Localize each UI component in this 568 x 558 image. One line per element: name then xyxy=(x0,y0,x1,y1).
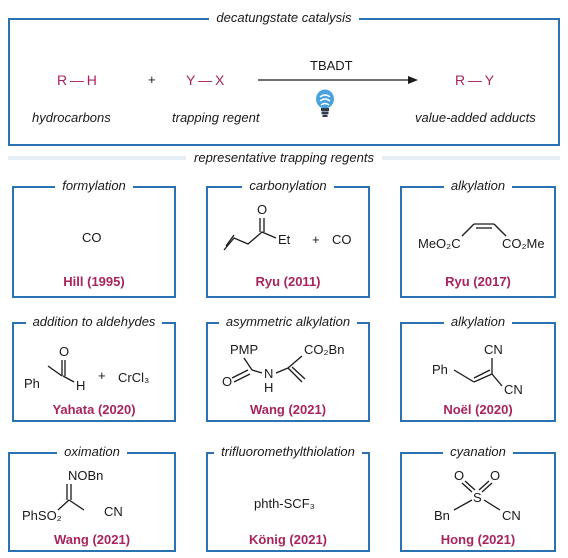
reactant-hydrocarbon: R — H xyxy=(57,72,97,88)
card-trifluoromethylthiolation: trifluoromethylthiolation phth-SCF₃ Köni… xyxy=(206,444,370,552)
citation: König (2021) xyxy=(248,532,327,547)
structure-ethyl-vinyl-ketone: O Et + CO xyxy=(223,202,352,251)
product: R — Y xyxy=(455,72,495,88)
atom-h: H xyxy=(76,378,85,393)
card-asymmetric-alkylation: asymmetric alkylation PMP CO₂Bn O N H Wa… xyxy=(206,314,370,422)
citation: Hill (1995) xyxy=(63,274,125,289)
label-hydrocarbons: hydrocarbons xyxy=(32,110,111,125)
atom-n: N xyxy=(264,366,273,381)
card-alkylation-maleate: alkylation MeO₂C CO₂Me Ryu (2017) xyxy=(400,178,556,298)
card-oximation: oximation NOBn PhSO₂ CN Wang (2021) xyxy=(8,444,176,552)
atom-s: S xyxy=(473,490,482,505)
group-phso2: PhSO₂ xyxy=(22,508,62,523)
atom-h: H xyxy=(264,380,273,395)
structure-oxime: NOBn PhSO₂ CN xyxy=(22,468,123,523)
plus: + xyxy=(98,368,106,383)
structure-benzylidene-malononitrile: CN Ph CN xyxy=(432,342,523,397)
label-value-added: value-added adducts xyxy=(415,110,536,125)
label-trapping-regent: trapping regent xyxy=(172,110,260,125)
citation: Wang (2021) xyxy=(53,532,131,547)
citation: Ryu (2011) xyxy=(255,274,321,289)
reaction-arrow xyxy=(258,76,418,84)
group-cn-top: CN xyxy=(484,342,503,357)
structure-benzaldehyde: O Ph H + CrCl₃ xyxy=(24,344,149,393)
section-title: representative trapping regents xyxy=(0,150,568,165)
card-alkylation-malononitrile: alkylation CN Ph CN Noël (2020) xyxy=(400,314,556,422)
citation: Ryu (2017) xyxy=(445,274,511,289)
atom-o: O xyxy=(59,344,69,359)
group-ph: Ph xyxy=(432,362,448,377)
citation: Hong (2021) xyxy=(440,532,516,547)
plus-sign: + xyxy=(148,72,156,87)
atom-o-right: O xyxy=(490,468,500,483)
citation: Yahata (2020) xyxy=(52,402,136,417)
catalyst-label: TBADT xyxy=(310,58,353,73)
card-addition-aldehydes: addition to aldehydes O Ph H + CrCl₃ Yah… xyxy=(12,314,176,422)
card-carbonylation: carbonylation O Et + CO Ryu (2011) xyxy=(206,178,370,298)
group-bn: Bn xyxy=(434,508,450,523)
reagent-crcl3: CrCl₃ xyxy=(118,370,149,385)
group-cn-bottom: CN xyxy=(504,382,523,397)
structure-acrylamide: PMP CO₂Bn O N H xyxy=(222,342,344,395)
citation: Noël (2020) xyxy=(443,402,513,417)
structure-dimethyl-maleate: MeO₂C CO₂Me xyxy=(418,223,545,251)
atom-o: O xyxy=(257,202,267,217)
group-co2bn: CO₂Bn xyxy=(304,342,344,357)
group-cn: CN xyxy=(104,504,123,519)
atom-o-left: O xyxy=(454,468,464,483)
group-nobn: NOBn xyxy=(68,468,103,483)
formula-co: CO xyxy=(332,232,352,247)
header-title: decatungstate catalysis xyxy=(10,10,558,25)
atom-et: Et xyxy=(278,232,291,247)
plus: + xyxy=(312,232,320,247)
group-cn: CN xyxy=(502,508,521,523)
citation: Wang (2021) xyxy=(249,402,327,417)
formula-co: CO xyxy=(82,230,102,245)
atom-o: O xyxy=(222,374,232,389)
light-bulb-icon xyxy=(316,89,334,117)
header-panel: decatungstate catalysis R — H + Y — X TB… xyxy=(8,10,560,146)
reactant-trapping: Y — X xyxy=(186,72,225,88)
group-meo2c: MeO₂C xyxy=(418,236,461,251)
structure-sulfonyl-cyanide: O O S Bn CN xyxy=(434,468,521,523)
group-ph: Ph xyxy=(24,376,40,391)
card-formylation: formylation CO Hill (1995) xyxy=(12,178,176,298)
formula-phth-scf3: phth-SCF₃ xyxy=(254,496,315,511)
group-pmp: PMP xyxy=(230,342,258,357)
group-co2me: CO₂Me xyxy=(502,236,545,251)
card-cyanation: cyanation O O S Bn CN Hong (2021) xyxy=(400,444,556,552)
